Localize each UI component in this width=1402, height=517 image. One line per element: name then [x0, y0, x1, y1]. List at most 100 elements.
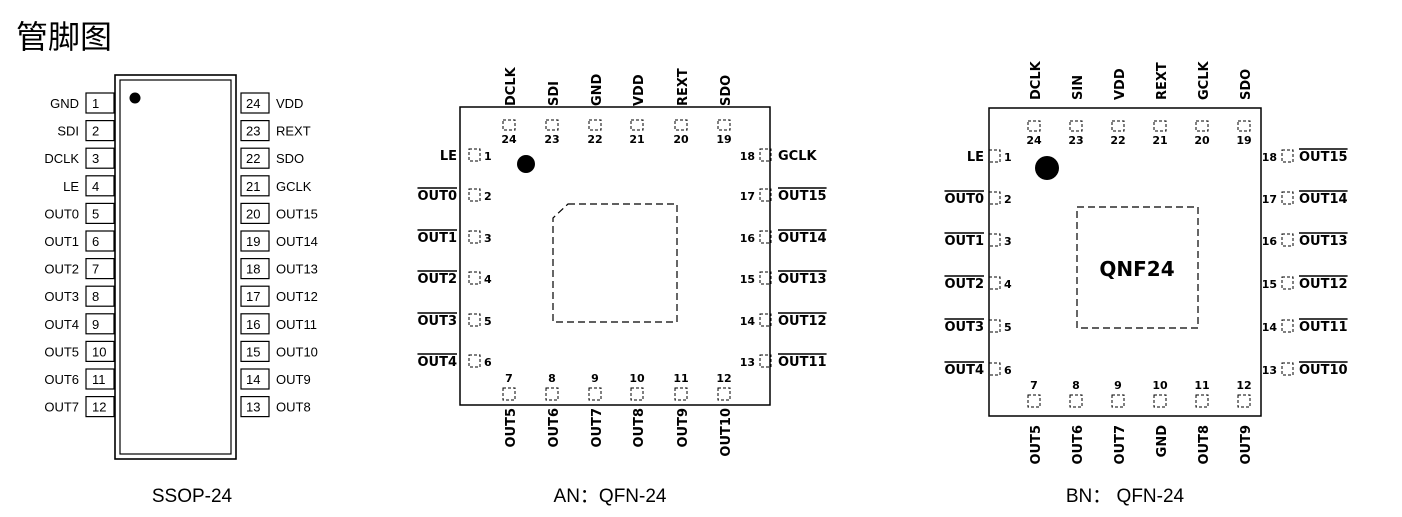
pin-number: 6 — [484, 356, 492, 369]
pin-number: 4 — [92, 179, 99, 194]
pin-number: 23 — [1068, 134, 1083, 147]
pin-pad — [468, 354, 481, 368]
pin-name: REXT — [1155, 62, 1170, 100]
pin-pad — [630, 119, 644, 131]
pin-pad — [1027, 120, 1041, 132]
pin-number: 4 — [1004, 278, 1012, 291]
pin-name: LE — [63, 179, 79, 194]
pin-name: OUT14 — [778, 231, 827, 246]
pin-name: DCLK — [504, 66, 519, 106]
pin-box — [85, 285, 115, 307]
pin-number: 11 — [673, 372, 688, 385]
pin-pad — [1281, 362, 1294, 376]
pin-pad — [1153, 120, 1167, 132]
pin-name: SDO — [719, 75, 734, 106]
pin-number: 19 — [1236, 134, 1251, 147]
pin-name: OUT0 — [44, 206, 79, 221]
pin-name: OUT8 — [632, 408, 647, 448]
pin-box — [85, 147, 115, 169]
qfn-bn-thermal-pad — [1076, 206, 1199, 329]
pin-box — [85, 92, 115, 114]
pin-pad — [468, 148, 481, 162]
pin-name: OUT1 — [44, 234, 79, 249]
pin-number: 13 — [740, 356, 755, 369]
pin-name: SDO — [1239, 69, 1254, 100]
pin-number: 22 — [587, 133, 602, 146]
pin-name: REXT — [276, 124, 311, 139]
pin-number: 20 — [246, 206, 260, 221]
pin-pad — [588, 119, 602, 131]
pin-pad — [674, 387, 688, 401]
pin-number: 21 — [629, 133, 644, 146]
pin-name: OUT12 — [1299, 277, 1348, 292]
pin-pad — [545, 387, 559, 401]
pin-pad — [759, 313, 772, 327]
pin-number: 5 — [92, 206, 99, 221]
pin-pad — [588, 387, 602, 401]
pin-number: 15 — [246, 344, 260, 359]
pin-number: 20 — [673, 133, 689, 146]
pin-number: 1 — [484, 150, 492, 163]
pin-number: 18 — [1262, 151, 1277, 164]
pin-name: OUT13 — [1299, 234, 1348, 249]
pin-number: 5 — [484, 315, 492, 328]
pin-number: 24 — [501, 133, 517, 146]
pin-pad — [1237, 120, 1251, 132]
pin-name: OUT2 — [417, 272, 457, 287]
pin-box — [85, 119, 115, 142]
pin-number: 3 — [1004, 235, 1012, 248]
pin-name: OUT15 — [1299, 150, 1348, 165]
pin-number: 23 — [544, 133, 559, 146]
pin-pad — [502, 119, 516, 131]
pin-number: 18 — [740, 150, 755, 163]
pin-name: REXT — [676, 68, 691, 106]
pin-pad — [674, 119, 688, 131]
pin-name: SIN — [1071, 75, 1086, 100]
pin-pad — [759, 271, 772, 285]
pin-name: OUT13 — [778, 272, 827, 287]
ssop-package: 1GND2SDI3DCLK4LE5OUT06OUT17OUT28OUT39OUT… — [44, 74, 318, 507]
pin-pad — [1281, 276, 1294, 290]
pin-name: VDD — [1113, 68, 1128, 100]
pin-name: SDI — [547, 81, 562, 106]
pin-name: OUT7 — [1113, 425, 1128, 465]
pin-box — [85, 258, 115, 280]
qfn-bn-body — [988, 107, 1262, 417]
pin-number: 2 — [1004, 193, 1012, 206]
pin-name: OUT10 — [276, 344, 318, 359]
pin-number: 17 — [246, 289, 260, 304]
pin-pad — [468, 188, 481, 202]
pin-number: 1 — [92, 96, 99, 111]
pin-pad — [502, 387, 516, 401]
ssop-body-inner — [119, 79, 232, 455]
pin-number: 4 — [484, 273, 492, 286]
pin-box — [240, 340, 270, 362]
pin-number: 21 — [246, 179, 260, 194]
pin-box — [240, 368, 270, 390]
pin-pad — [988, 149, 1001, 163]
qfn-an-body — [459, 106, 771, 406]
pin-pad — [759, 148, 772, 162]
pin-pad — [468, 230, 481, 244]
pin-name: LE — [967, 150, 984, 165]
pin-name: OUT11 — [276, 317, 317, 332]
pin-pad — [1281, 149, 1294, 163]
pin-number: 20 — [1194, 134, 1210, 147]
pin-pad — [1281, 319, 1294, 333]
pin-number: 9 — [1114, 379, 1122, 392]
pin-box — [240, 202, 270, 224]
pin-number: 9 — [591, 372, 599, 385]
pin-name: OUT11 — [1299, 320, 1348, 335]
pin-name: GCLK — [1197, 61, 1212, 100]
pin-name: OUT3 — [417, 314, 457, 329]
pin-name: OUT1 — [417, 231, 457, 246]
pin-pad — [988, 319, 1001, 333]
pin-number: 16 — [740, 232, 756, 245]
pin-pad — [545, 119, 559, 131]
pin-name: OUT9 — [676, 408, 691, 448]
